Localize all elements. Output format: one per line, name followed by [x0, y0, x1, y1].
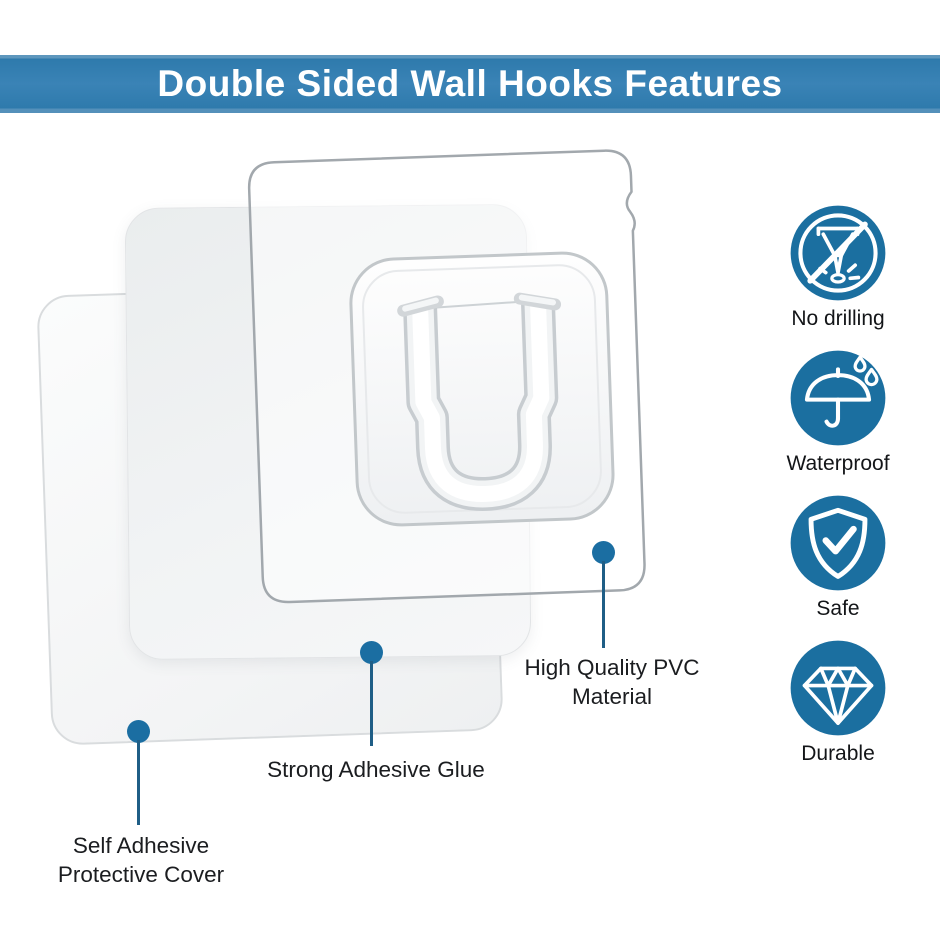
feature-label: Waterproof [786, 452, 890, 475]
safe-shield-icon [790, 495, 886, 591]
callout-line-pvc-material [602, 561, 605, 648]
feature-safe: Safe [762, 494, 914, 621]
header-banner: Double Sided Wall Hooks Features [0, 55, 940, 113]
callout-dot-adhesive-glue [360, 641, 383, 664]
page-title: Double Sided Wall Hooks Features [157, 63, 783, 104]
callout-line-protective-cover [137, 740, 140, 825]
callout-label-adhesive-glue: Strong Adhesive Glue [240, 756, 512, 785]
callout-dot-protective-cover [127, 720, 150, 743]
callout-label-line: Strong Adhesive Glue [267, 757, 485, 782]
callout-label-line: Self Adhesive [72, 833, 210, 858]
callout-label-pvc-material: High Quality PVC Material [478, 654, 746, 712]
no-drilling-icon [790, 205, 886, 301]
callout-line-adhesive-glue [370, 661, 373, 746]
callout-label-line: Material [571, 683, 653, 709]
callout-label-protective-cover: Self Adhesive Protective Cover [18, 832, 264, 890]
callout-label-line: High Quality PVC [524, 655, 700, 680]
feature-waterproof: Waterproof [762, 349, 914, 476]
feature-label: Safe [816, 597, 860, 620]
feature-durable: Durable [762, 639, 914, 766]
callout-dot-pvc-material [592, 541, 615, 564]
feature-no-drilling: No drilling [762, 204, 914, 331]
callout-label-line: Protective Cover [57, 861, 225, 887]
waterproof-icon [790, 350, 886, 446]
feature-label: Durable [801, 742, 875, 765]
feature-label: No drilling [791, 307, 885, 330]
durable-diamond-icon [790, 640, 886, 736]
wall-hook [349, 251, 615, 527]
